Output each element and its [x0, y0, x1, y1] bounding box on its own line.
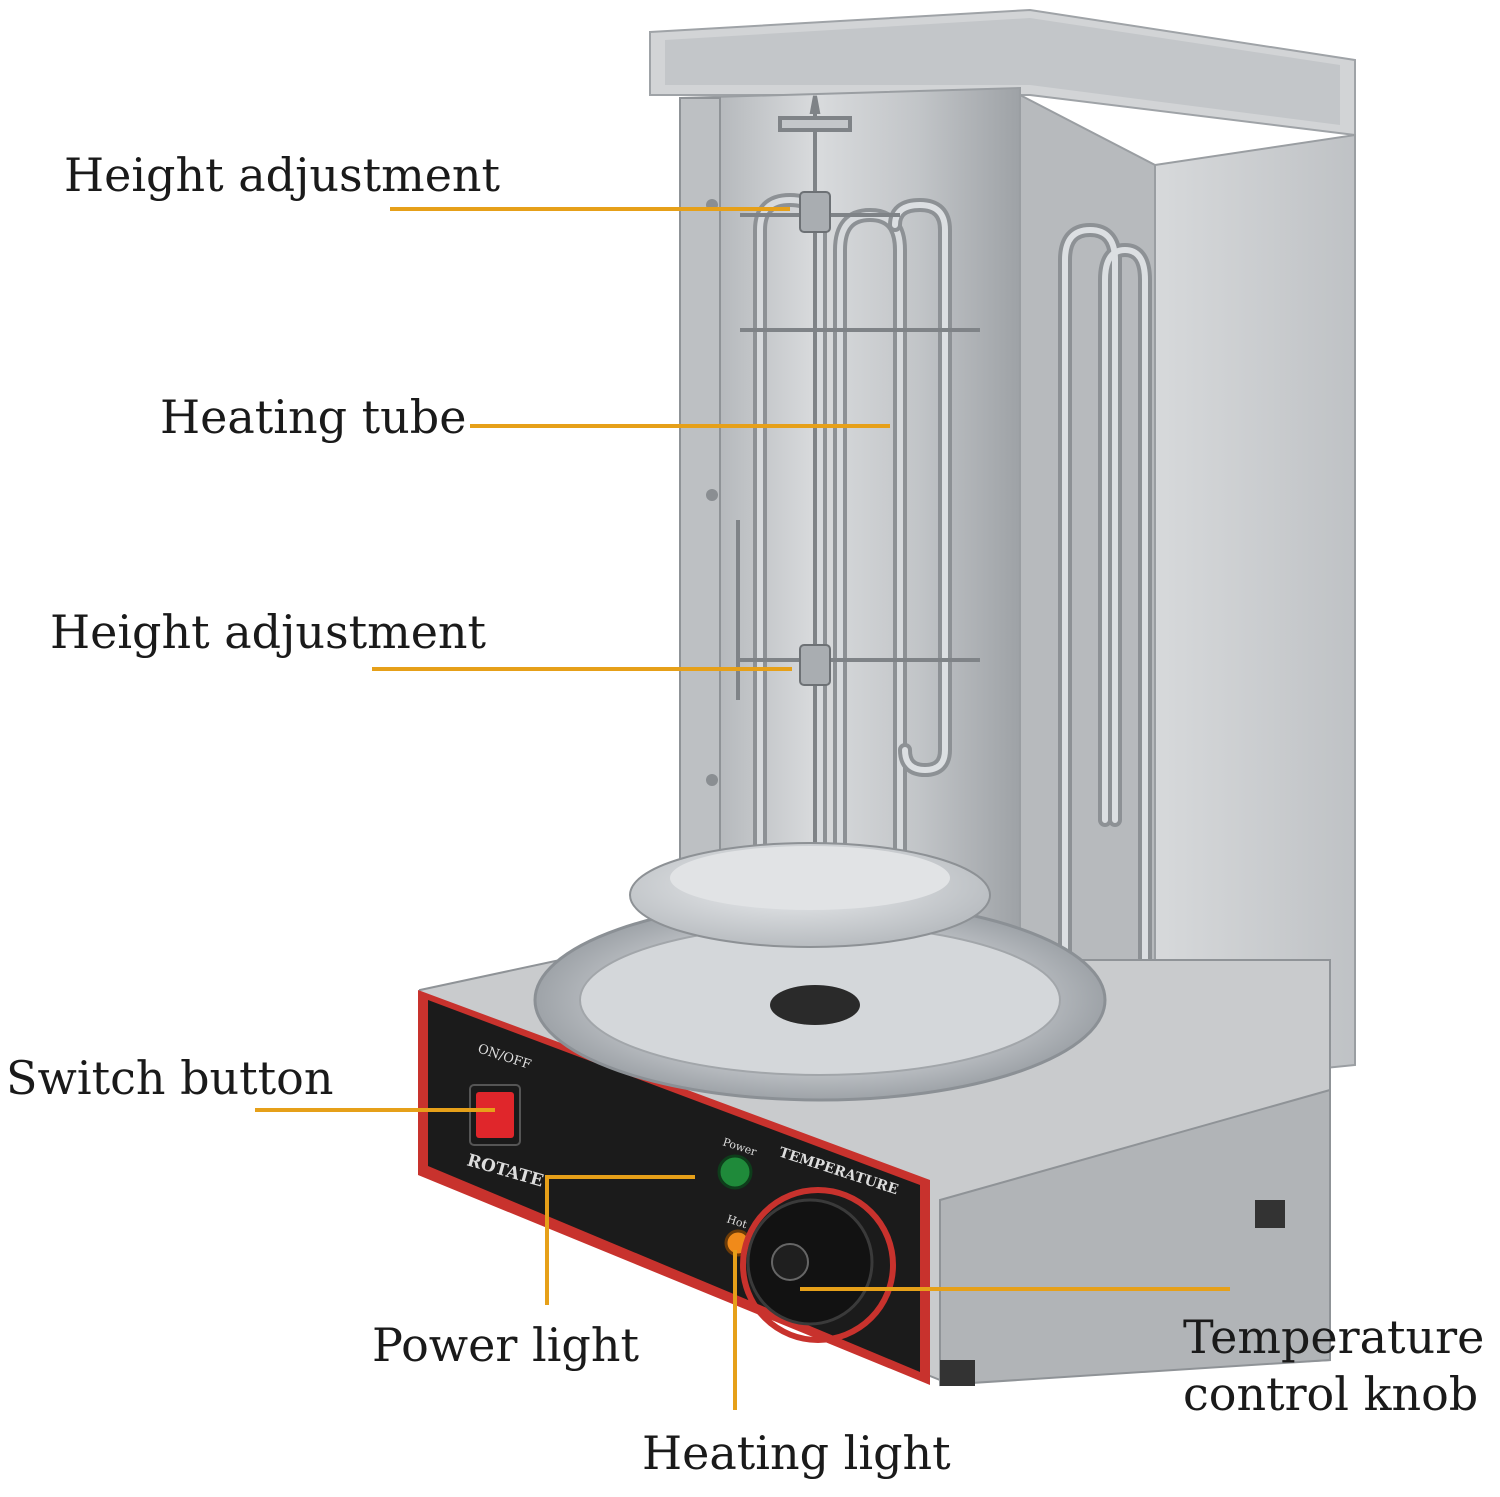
panel-hot-text: Hot	[725, 1212, 749, 1231]
top-lid	[649, 8, 1356, 137]
leader-switch-button	[255, 1108, 495, 1112]
label-heating-light: Heating light	[642, 1426, 951, 1480]
leader-height-mid	[372, 667, 792, 671]
label-height-adjustment-mid: Height adjustment	[50, 605, 487, 659]
label-temperature-line2: control knob	[1183, 1366, 1479, 1421]
leader-temperature-knob	[800, 1287, 1230, 1291]
leader-height-top	[390, 207, 790, 211]
label-height-adjustment-top: Height adjustment	[64, 148, 501, 202]
left-frame-post	[679, 97, 721, 999]
height-collar-mid	[799, 644, 831, 686]
label-heating-tube: Heating tube	[160, 390, 467, 444]
right-housing	[1154, 133, 1356, 1087]
leader-power-light-h	[545, 1175, 695, 1179]
heating-tube-side	[1058, 222, 1152, 1047]
height-collar-top	[799, 191, 831, 233]
label-temperature-control-knob: Temperature control knob	[1183, 1312, 1498, 1419]
leader-power-light-v	[545, 1175, 549, 1305]
power-led	[717, 1154, 753, 1190]
label-temperature-line1: Temperature	[1183, 1310, 1485, 1364]
label-power-light: Power light	[372, 1318, 639, 1372]
leader-heating-light	[733, 1250, 737, 1410]
switch-button-illustration	[469, 1084, 521, 1146]
temperature-knob-illustration	[740, 1187, 896, 1343]
leader-heating-tube	[470, 424, 890, 428]
heating-tube-front	[888, 197, 952, 778]
label-switch-button: Switch button	[6, 1051, 334, 1105]
